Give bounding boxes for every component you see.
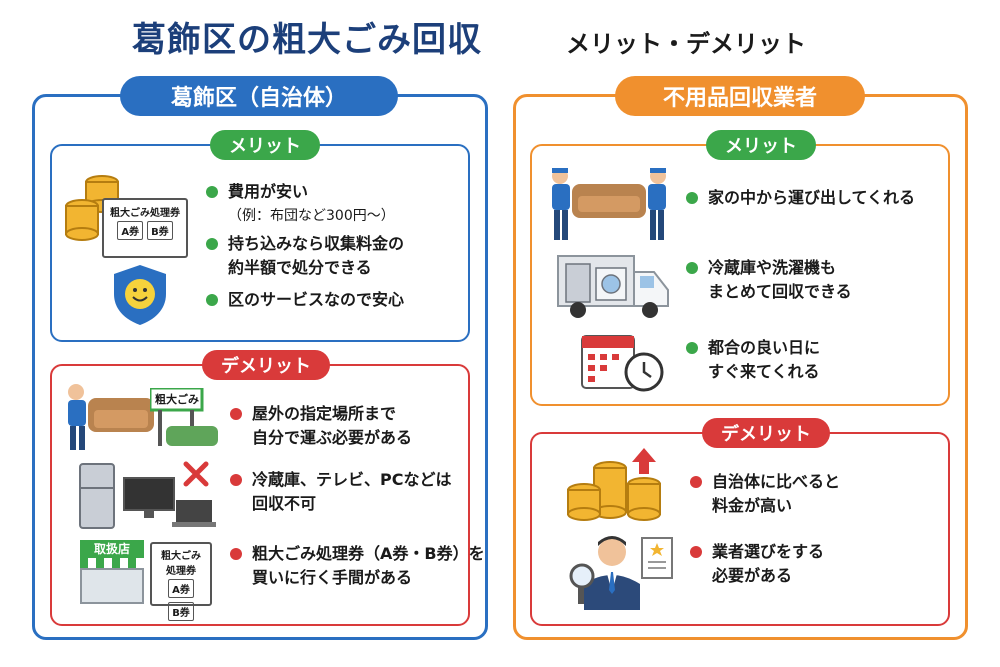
municipal-heading: 葛飾区（自治体） (120, 76, 398, 116)
company-merit-1-text: 家の中から運び出してくれる (708, 188, 916, 207)
sign-text: 粗大ごみ (155, 393, 199, 406)
bullet-icon (230, 474, 242, 486)
merit-1-text: 費用が安い (228, 182, 309, 201)
ticket-a: A券 (117, 221, 144, 240)
sign-icon (150, 388, 218, 446)
bullet-icon (686, 342, 698, 354)
company-merit-3-text: 都合の良い日に (708, 338, 821, 357)
arrow-up-icon (632, 448, 656, 474)
municipal-demerit-label: デメリット (202, 350, 330, 380)
company-demerit-1: 自治体に比べると料金が高い (690, 470, 840, 518)
company-demerit-label: デメリット (702, 418, 830, 448)
municipal-demerit-3: 粗大ごみ処理券（A券・B券）を買いに行く手間がある (230, 542, 485, 590)
businessman-icon (569, 536, 673, 610)
demerit-1-text: 屋外の指定場所まで (252, 404, 397, 423)
movers-icon (552, 168, 666, 240)
demerit-3-text-2: 買いに行く手間がある (252, 568, 413, 587)
company-demerit-2-text-2: 必要がある (712, 566, 793, 585)
company-merit-3: 都合の良い日にすぐ来てくれる (686, 336, 820, 384)
coins-arrow-icon (567, 448, 661, 521)
ticket-b: B券 (147, 221, 173, 240)
ticket2-b: B券 (168, 602, 194, 621)
municipal-merit-label: メリット (210, 130, 320, 160)
page-subtitle: メリット・デメリット (566, 30, 806, 58)
company-merit-label: メリット (706, 130, 816, 160)
bullet-icon (686, 192, 698, 204)
municipal-merit-1: 費用が安い （例：布団など300円〜） (206, 180, 395, 228)
shop-sign: 取扱店 (80, 540, 144, 558)
truck-icon (557, 255, 669, 318)
shield-smile-icon (114, 265, 166, 325)
company-merit-3-text-2: すぐ来てくれる (708, 362, 820, 381)
municipal-merit-2: 持ち込みなら収集料金の約半額で処分できる (206, 232, 404, 280)
merit-2-text: 持ち込みなら収集料金の (228, 234, 405, 253)
ticket2-title-2: 処理券 (166, 566, 196, 577)
bullet-icon (690, 546, 702, 558)
magnifier-icon (569, 563, 595, 589)
bullet-icon (230, 548, 242, 560)
page-title: 葛飾区の粗大ごみ回収 (132, 20, 482, 60)
ticket-title: 粗大ごみ処理券 (110, 208, 180, 219)
carry-sofa-icon (68, 384, 154, 450)
demerit-1-text-2: 自分で運ぶ必要がある (252, 428, 413, 447)
municipal-demerit-2: 冷蔵庫、テレビ、PCなどは回収不可 (230, 468, 451, 516)
ticket-icon: 粗大ごみ 処理券 A券 B券 (150, 542, 212, 621)
company-demerit-2-text: 業者選びをする (712, 542, 825, 561)
company-heading: 不用品回収業者 (615, 76, 865, 116)
shop-icon: 取扱店 (80, 540, 144, 604)
bullet-icon (206, 294, 218, 306)
bullet-icon (230, 408, 242, 420)
municipal-demerit-1: 屋外の指定場所まで自分で運ぶ必要がある (230, 402, 412, 450)
company-demerit-1-text-2: 料金が高い (712, 496, 793, 515)
bullet-icon (206, 186, 218, 198)
company-demerit-1-text: 自治体に比べると (712, 472, 841, 491)
merit-1-note: （例：布団など300円〜） (228, 208, 395, 224)
company-merit-2-text-2: まとめて回収できる (708, 282, 852, 301)
company-merit-2-text: 冷蔵庫や洗濯機も (708, 258, 837, 277)
demerit-2-text: 冷蔵庫、テレビ、PCなどは (252, 470, 452, 489)
ticket2-a: A券 (168, 579, 194, 598)
ticket2-title-1: 粗大ごみ (161, 551, 201, 562)
calendar-icon (581, 335, 664, 392)
company-merit-1: 家の中から運び出してくれる (686, 186, 915, 210)
company-demerit-2: 業者選びをする必要がある (690, 540, 824, 588)
bullet-icon (206, 238, 218, 250)
demerit-3-text: 粗大ごみ処理券（A券・B券）を (252, 544, 485, 563)
company-merit-2: 冷蔵庫や洗濯機もまとめて回収できる (686, 256, 852, 304)
merit-2-text-2: 約半額で処分できる (228, 258, 372, 277)
cross-icon (183, 461, 209, 487)
merit-3-text: 区のサービスなので安心 (228, 290, 405, 309)
bullet-icon (686, 262, 698, 274)
appliances-icon (79, 463, 216, 529)
municipal-merit-3: 区のサービスなので安心 (206, 288, 404, 312)
bullet-icon (690, 476, 702, 488)
demerit-2-text-2: 回収不可 (252, 494, 317, 513)
